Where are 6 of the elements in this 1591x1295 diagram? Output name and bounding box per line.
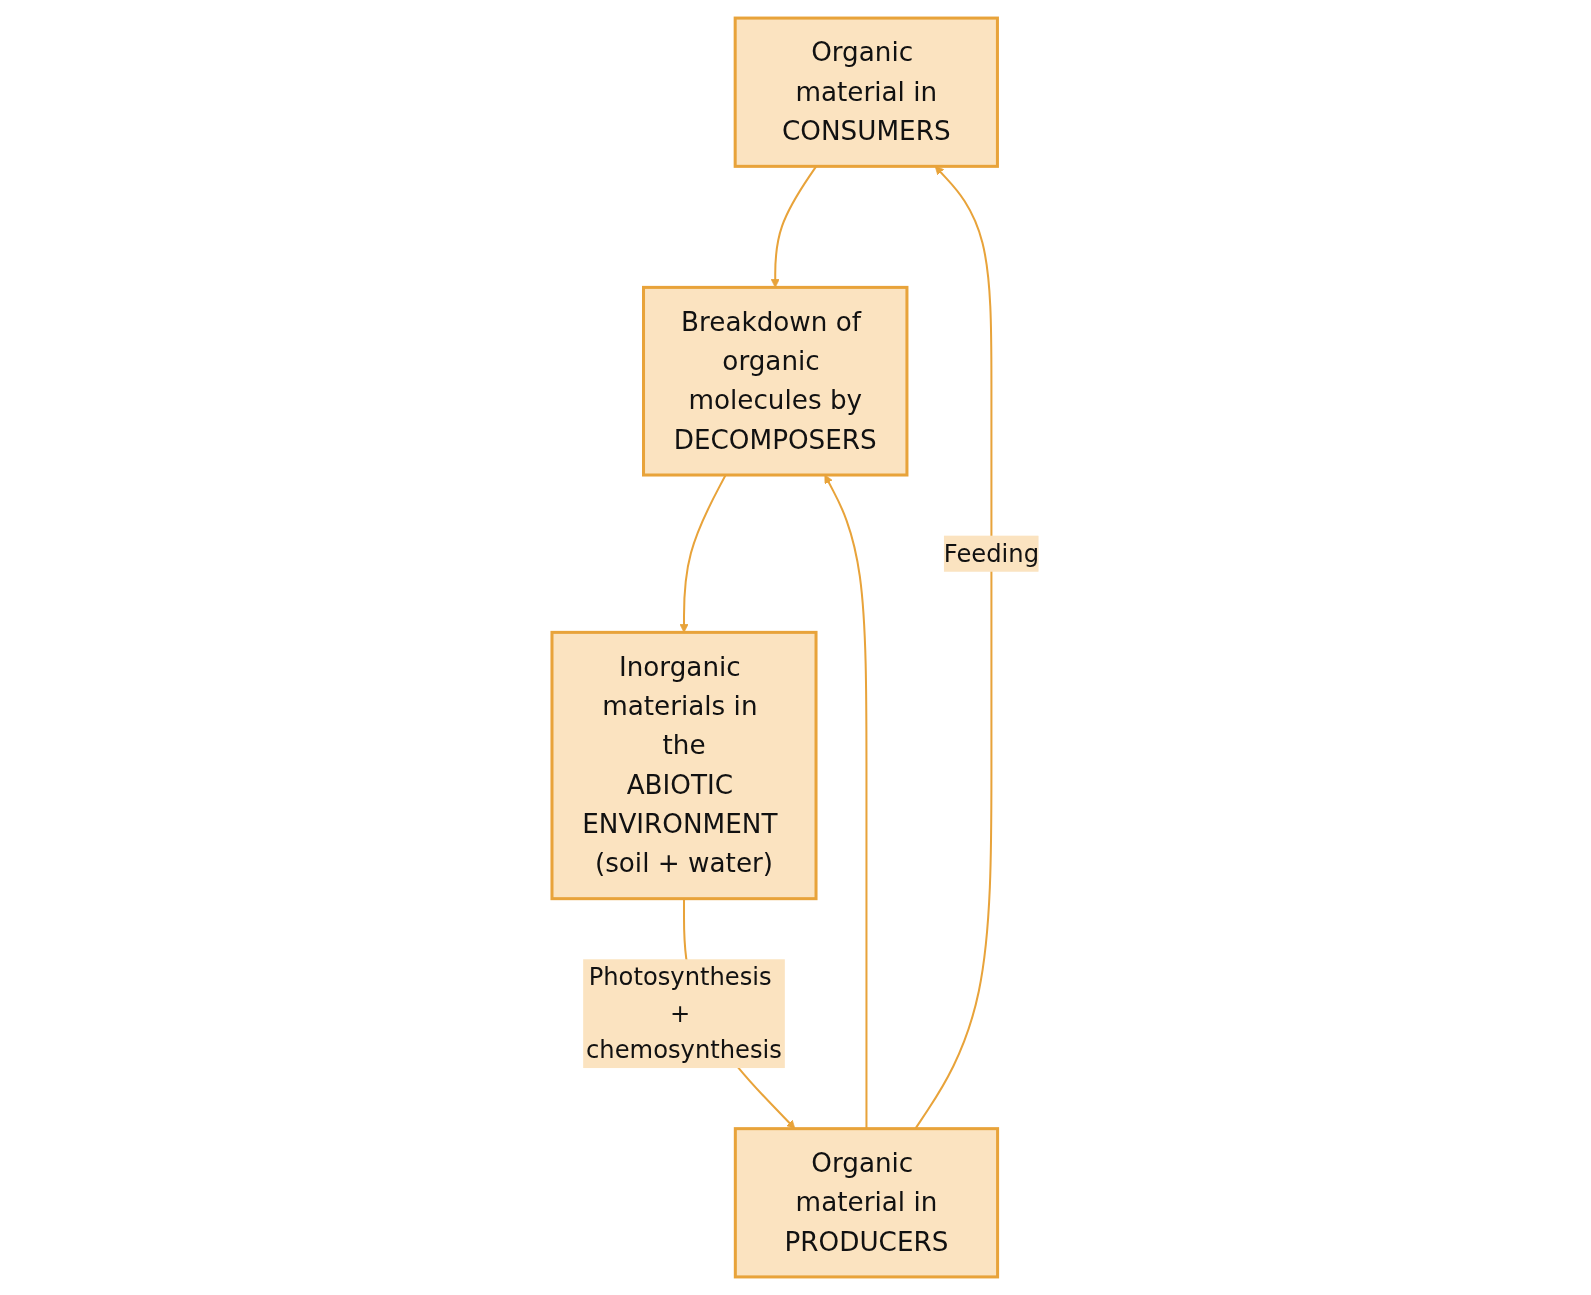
- edge-label: Photosynthesis + chemosynthesis: [586, 963, 782, 1065]
- node-box: Breakdown of organic molecules by DECOMPOSERS: [642, 285, 909, 477]
- node-box: Inorganic materials in the ABIOTIC ENVIRONMENT (soil + water): [550, 630, 818, 901]
- node-box: Organic material in PRODUCERS: [733, 1127, 1000, 1279]
- node-box: Organic material in CONSUMERS: [733, 16, 999, 168]
- edge-label: Feeding: [943, 539, 1040, 568]
